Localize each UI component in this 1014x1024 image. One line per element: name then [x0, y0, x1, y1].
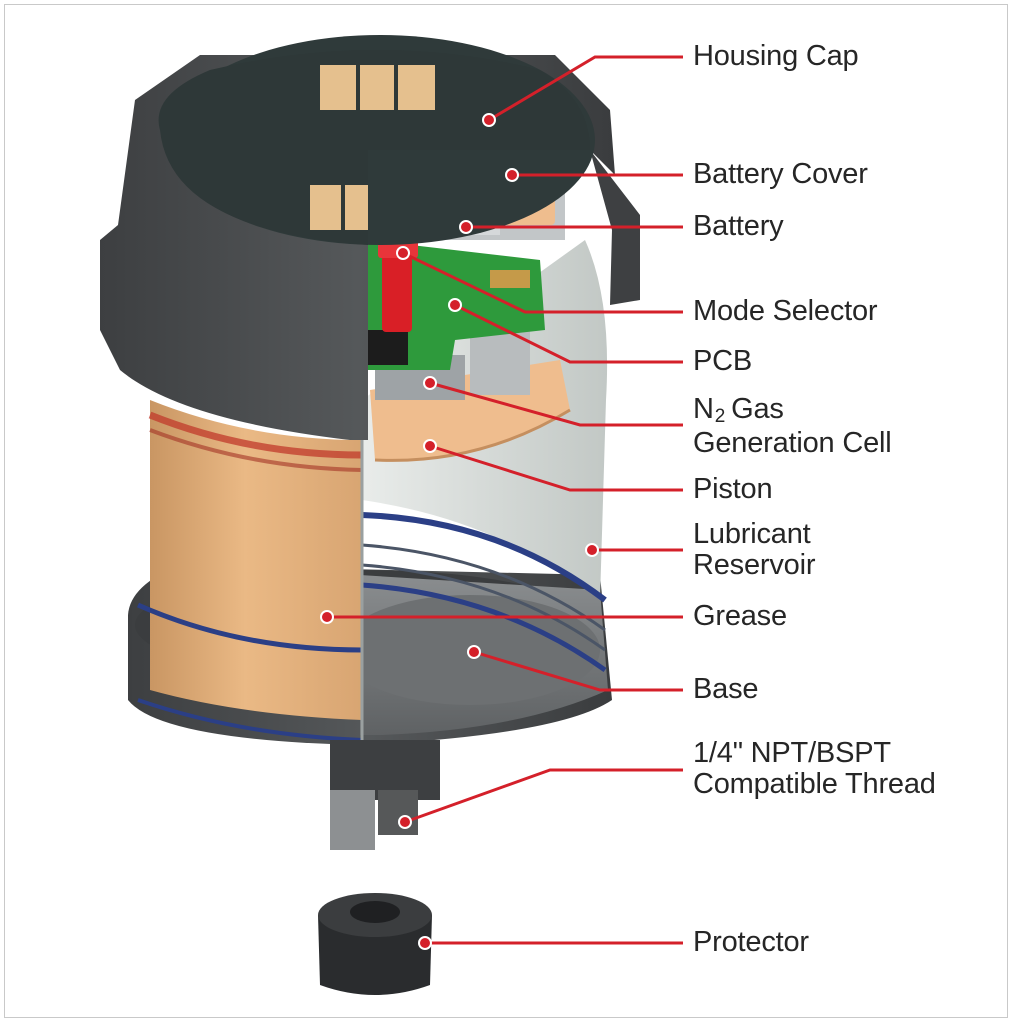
label-battery-text: Battery [693, 210, 784, 242]
dot-housing-cap [482, 113, 496, 127]
dot-thread [398, 815, 412, 829]
label-reservoir-line1: Lubricant [693, 518, 811, 550]
label-grease: Grease [693, 601, 787, 632]
leader-gas-cell [429, 381, 683, 427]
label-housing-cap: Housing Cap [693, 40, 859, 72]
label-protector-text: Protector [693, 926, 809, 958]
dot-grease [320, 610, 334, 624]
dot-base [467, 645, 481, 659]
label-thread-line1: 1/4" NPT/BSPT [693, 737, 891, 769]
gas-cell-subscript: 2 [714, 406, 726, 427]
label-grease-text: Grease [693, 600, 787, 632]
callout-dots [320, 113, 599, 950]
dot-mode-selector [396, 246, 410, 260]
label-mode-selector: Mode Selector [693, 295, 878, 327]
label-base-text: Base [693, 673, 759, 705]
thread-spigot [330, 740, 440, 850]
dot-pcb [448, 298, 462, 312]
label-battery: Battery [693, 210, 784, 242]
dot-protector [418, 936, 432, 950]
label-base: Base [693, 673, 759, 705]
leader-thread [404, 768, 683, 824]
leader-base [473, 650, 683, 692]
label-mode-selector-text: Mode Selector [693, 295, 878, 327]
label-protector: Protector [693, 927, 809, 958]
housing-cap [100, 35, 640, 440]
grease-fill [136, 400, 363, 742]
leader-housing-cap [488, 55, 683, 122]
gas-cell-gas: Gas [731, 393, 784, 425]
label-reservoir-line2: Reservoir [693, 549, 816, 581]
label-battery-cover-text: Battery Cover [693, 158, 868, 190]
leader-mode-selector [402, 251, 683, 314]
dot-battery-cover [505, 168, 519, 182]
label-pcb: PCB [693, 346, 752, 377]
dot-gas-cell [423, 376, 437, 390]
label-piston-text: Piston [693, 473, 773, 505]
dot-battery [459, 220, 473, 234]
dot-reservoir [585, 543, 599, 557]
label-gas-cell-line2: Generation Cell [693, 427, 892, 459]
label-battery-cover: Battery Cover [693, 159, 868, 190]
leader-piston [429, 444, 683, 492]
label-thread: 1/4" NPT/BSPT Compatible Thread [693, 738, 936, 800]
leader-pcb [454, 303, 683, 364]
label-piston: Piston [693, 473, 773, 505]
label-reservoir: Lubricant Reservoir [693, 519, 815, 581]
label-thread-line2: Compatible Thread [693, 768, 936, 800]
label-housing-cap-text: Housing Cap [693, 40, 859, 72]
callout-leaders [327, 55, 683, 945]
gas-cell-n: N [693, 393, 714, 425]
label-pcb-text: PCB [693, 345, 753, 377]
protector-cap [318, 893, 432, 995]
dot-piston [423, 439, 437, 453]
